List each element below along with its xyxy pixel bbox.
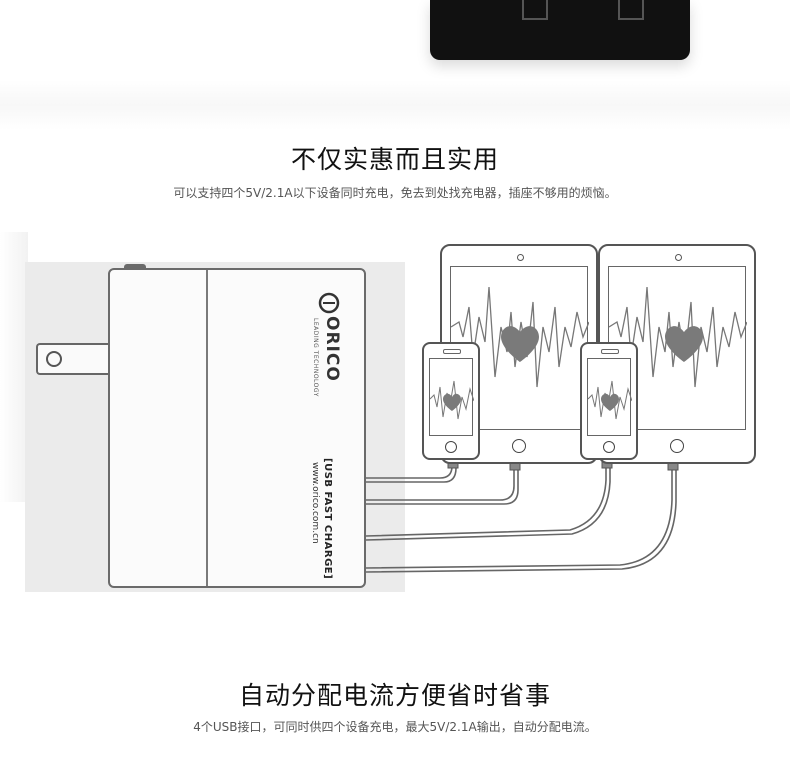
section-title: 不仅实惠而且实用 <box>290 145 499 174</box>
usb-port <box>618 0 644 20</box>
plug-prong <box>36 343 110 375</box>
heart-icon <box>601 393 619 411</box>
section-subtitle: 可以支持四个5V/2.1A以下设备同时充电，免去到处找充电器，插座不够用的烦恼。 <box>173 186 617 200</box>
charger-body <box>108 264 366 588</box>
brand-tagline: LEADING TECHNOLOGY <box>312 318 319 397</box>
usb-fast-charge-label: [USB FAST CHARGE] <box>322 458 333 580</box>
usb-port <box>522 0 548 20</box>
home-button-icon <box>603 441 615 453</box>
section-subtitle: 4个USB接口，可同时供四个设备充电，最大5V/2.1A输出，自动分配电流。 <box>193 720 597 734</box>
charger-top-partial <box>430 0 690 60</box>
phone-device <box>580 342 638 460</box>
heart-icon <box>501 326 539 362</box>
brand-logo-text: ORICO <box>322 316 342 382</box>
website-url: www.orico.com.cn <box>310 462 320 544</box>
top-shadow <box>0 80 790 130</box>
phone-device <box>422 342 480 460</box>
phone-speaker <box>443 349 461 354</box>
camera-dot <box>516 254 524 261</box>
prong-hole <box>46 351 62 367</box>
section-title: 自动分配电流方便省时省事 <box>238 681 551 710</box>
wall-edge <box>0 232 28 502</box>
orico-logo-icon <box>318 292 340 314</box>
charger-notch <box>124 264 146 270</box>
camera-dot <box>674 254 682 261</box>
phone-screen <box>429 358 475 436</box>
home-button-icon <box>512 439 526 453</box>
phone-screen <box>587 358 633 436</box>
heart-icon <box>443 393 461 411</box>
charger-divider <box>206 270 208 586</box>
phone-speaker <box>601 349 619 354</box>
home-button-icon <box>670 439 684 453</box>
heart-icon <box>665 326 703 362</box>
home-button-icon <box>445 441 457 453</box>
